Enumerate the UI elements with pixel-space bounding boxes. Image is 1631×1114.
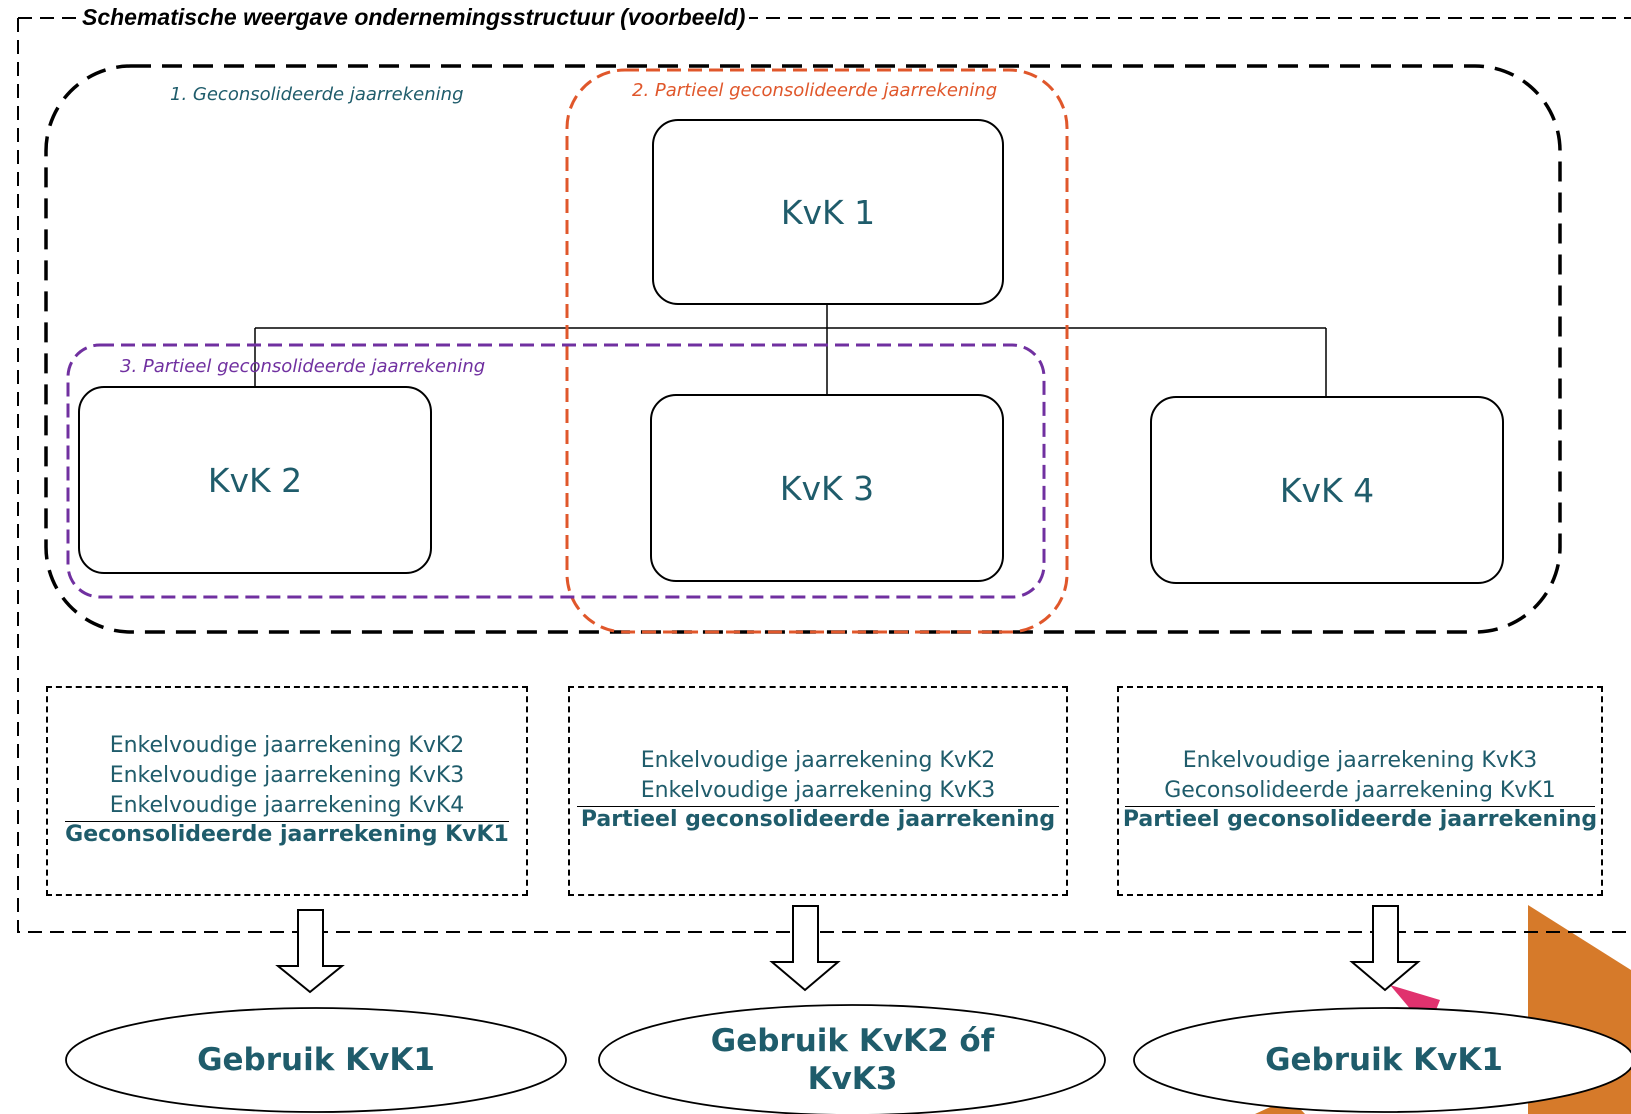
group-1-label: 1. Geconsolideerde jaarrekening: [170, 84, 464, 105]
entity-kvk3: KvK 3: [650, 394, 1004, 582]
summary-box-2: Enkelvoudige jaarrekening KvK2 Enkelvoud…: [568, 686, 1068, 896]
entity-kvk4: KvK 4: [1150, 396, 1504, 584]
summary-line: Enkelvoudige jaarrekening KvK2: [640, 748, 996, 773]
summary-1-rule: [65, 821, 509, 822]
org-connectors: [254, 305, 1327, 396]
summary-line: Geconsolideerde jaarrekening KvK1: [1164, 778, 1556, 803]
result-ellipses: [65, 1004, 1631, 1114]
summary-1-lines: Enkelvoudige jaarrekening KvK2 Enkelvoud…: [48, 731, 526, 821]
group-1-outline: [44, 64, 1562, 634]
entity-kvk2: KvK 2: [78, 386, 432, 574]
group-3-outline: [66, 343, 1046, 599]
entity-kvk1: KvK 1: [652, 119, 1004, 305]
summary-3-lines: Enkelvoudige jaarrekening KvK3 Geconsoli…: [1119, 746, 1601, 806]
summary-3-total: Partieel geconsolideerde jaarrekening: [1122, 807, 1598, 832]
summary-2-total: Partieel geconsolideerde jaarrekening: [580, 807, 1056, 832]
group-2-outline: [565, 68, 1069, 634]
summary-line: Enkelvoudige jaarrekening KvK3: [109, 763, 465, 788]
result-2: Gebruik KvK2 óf KvK3: [710, 1023, 995, 1097]
diagram-title: Schematische weergave ondernemingsstruct…: [78, 4, 750, 31]
summary-line: Enkelvoudige jaarrekening KvK4: [109, 793, 465, 818]
summary-box-3: Enkelvoudige jaarrekening KvK3 Geconsoli…: [1117, 686, 1603, 896]
summary-2-lines: Enkelvoudige jaarrekening KvK2 Enkelvoud…: [570, 746, 1066, 806]
group-2-label: 2. Partieel geconsolideerde jaarrekening: [632, 80, 998, 101]
result-3: Gebruik KvK1: [1265, 1042, 1503, 1078]
down-arrows: [275, 905, 1421, 994]
summary-3-rule: [1125, 806, 1595, 807]
result-1: Gebruik KvK1: [197, 1042, 435, 1078]
group-3-label: 3. Partieel geconsolideerde jaarrekening: [120, 356, 486, 377]
summary-box-1: Enkelvoudige jaarrekening KvK2 Enkelvoud…: [46, 686, 528, 896]
summary-2-rule: [577, 806, 1059, 807]
summary-line: Enkelvoudige jaarrekening KvK2: [109, 733, 465, 758]
summary-line: Enkelvoudige jaarrekening KvK3: [640, 778, 996, 803]
summary-1-total: Geconsolideerde jaarrekening KvK1: [65, 822, 509, 847]
summary-line: Enkelvoudige jaarrekening KvK3: [1182, 748, 1538, 773]
